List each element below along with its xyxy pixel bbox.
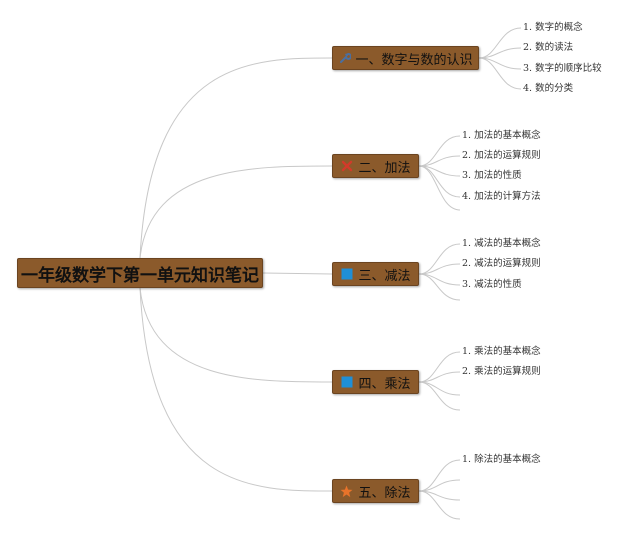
root-node[interactable]: 一年级数学下第一单元知识笔记 (17, 258, 263, 288)
leaf-item[interactable]: 1. 除法的基本概念 (462, 454, 541, 465)
blue-square-icon (340, 268, 353, 281)
branch-node-1[interactable]: 一、数字与数的认识 (332, 46, 479, 70)
leaf-item[interactable]: 1. 乘法的基本概念 (462, 346, 541, 357)
leaf-connector (418, 459, 461, 492)
branch-node-label: 一、数字与数的认识 (355, 52, 473, 68)
leaf-item[interactable]: 4. 加法的计算方法 (462, 191, 541, 202)
leaf-item[interactable]: 2. 加法的运算规则 (462, 150, 541, 161)
leaf-item[interactable]: 2. 数的读法 (523, 42, 574, 53)
leaf-connector (418, 135, 461, 167)
branch-node-label: 三、减法 (358, 268, 411, 284)
root-connector (139, 287, 333, 492)
branch-node-label: 二、加法 (358, 160, 411, 176)
leaf-item[interactable]: 4. 数的分类 (523, 83, 574, 94)
leaf-item[interactable]: 2. 乘法的运算规则 (462, 366, 541, 377)
leaf-connector (478, 27, 522, 59)
leaf-connector (418, 155, 461, 167)
leaf-connector (418, 351, 461, 383)
branch-node-5[interactable]: 五、除法 (332, 479, 419, 503)
root-connector (262, 272, 333, 275)
leaf-item[interactable]: 1. 加法的基本概念 (462, 130, 541, 141)
leaf-connector (478, 47, 522, 59)
leaf-connector (418, 243, 461, 275)
leaf-connector (418, 165, 461, 211)
star-icon (340, 485, 353, 498)
leaf-connector (418, 490, 461, 520)
leaf-connector (418, 165, 461, 198)
leaf-item[interactable]: 1. 减法的基本概念 (462, 238, 541, 249)
branch-node-3[interactable]: 三、减法 (332, 262, 419, 286)
leaf-connector (418, 273, 461, 301)
leaf-connector (418, 263, 461, 275)
root-connector (139, 165, 333, 259)
leaf-connector (478, 57, 522, 90)
leaf-item[interactable]: 3. 数字的顺序比较 (523, 63, 602, 74)
blue-square-icon (340, 376, 353, 389)
branch-node-4[interactable]: 四、乘法 (332, 370, 419, 394)
branch-node-label: 四、乘法 (358, 376, 411, 392)
leaf-connector (418, 381, 461, 396)
leaf-item[interactable]: 1. 数字的概念 (523, 22, 583, 33)
leaf-connector (418, 371, 461, 383)
branch-node-2[interactable]: 二、加法 (332, 154, 419, 178)
leaf-item[interactable]: 3. 减法的性质 (462, 279, 522, 290)
red-cross-icon (340, 160, 353, 173)
branch-node-label: 五、除法 (358, 485, 411, 501)
wrench-icon (339, 52, 351, 65)
leaf-item[interactable]: 3. 加法的性质 (462, 170, 522, 181)
leaf-connector (418, 381, 461, 411)
root-node-label: 一年级数学下第一单元知识笔记 (21, 265, 259, 286)
root-connector (139, 57, 333, 259)
root-connector (139, 287, 333, 383)
leaf-item[interactable]: 2. 减法的运算规则 (462, 258, 541, 269)
leaf-connector (418, 479, 461, 492)
